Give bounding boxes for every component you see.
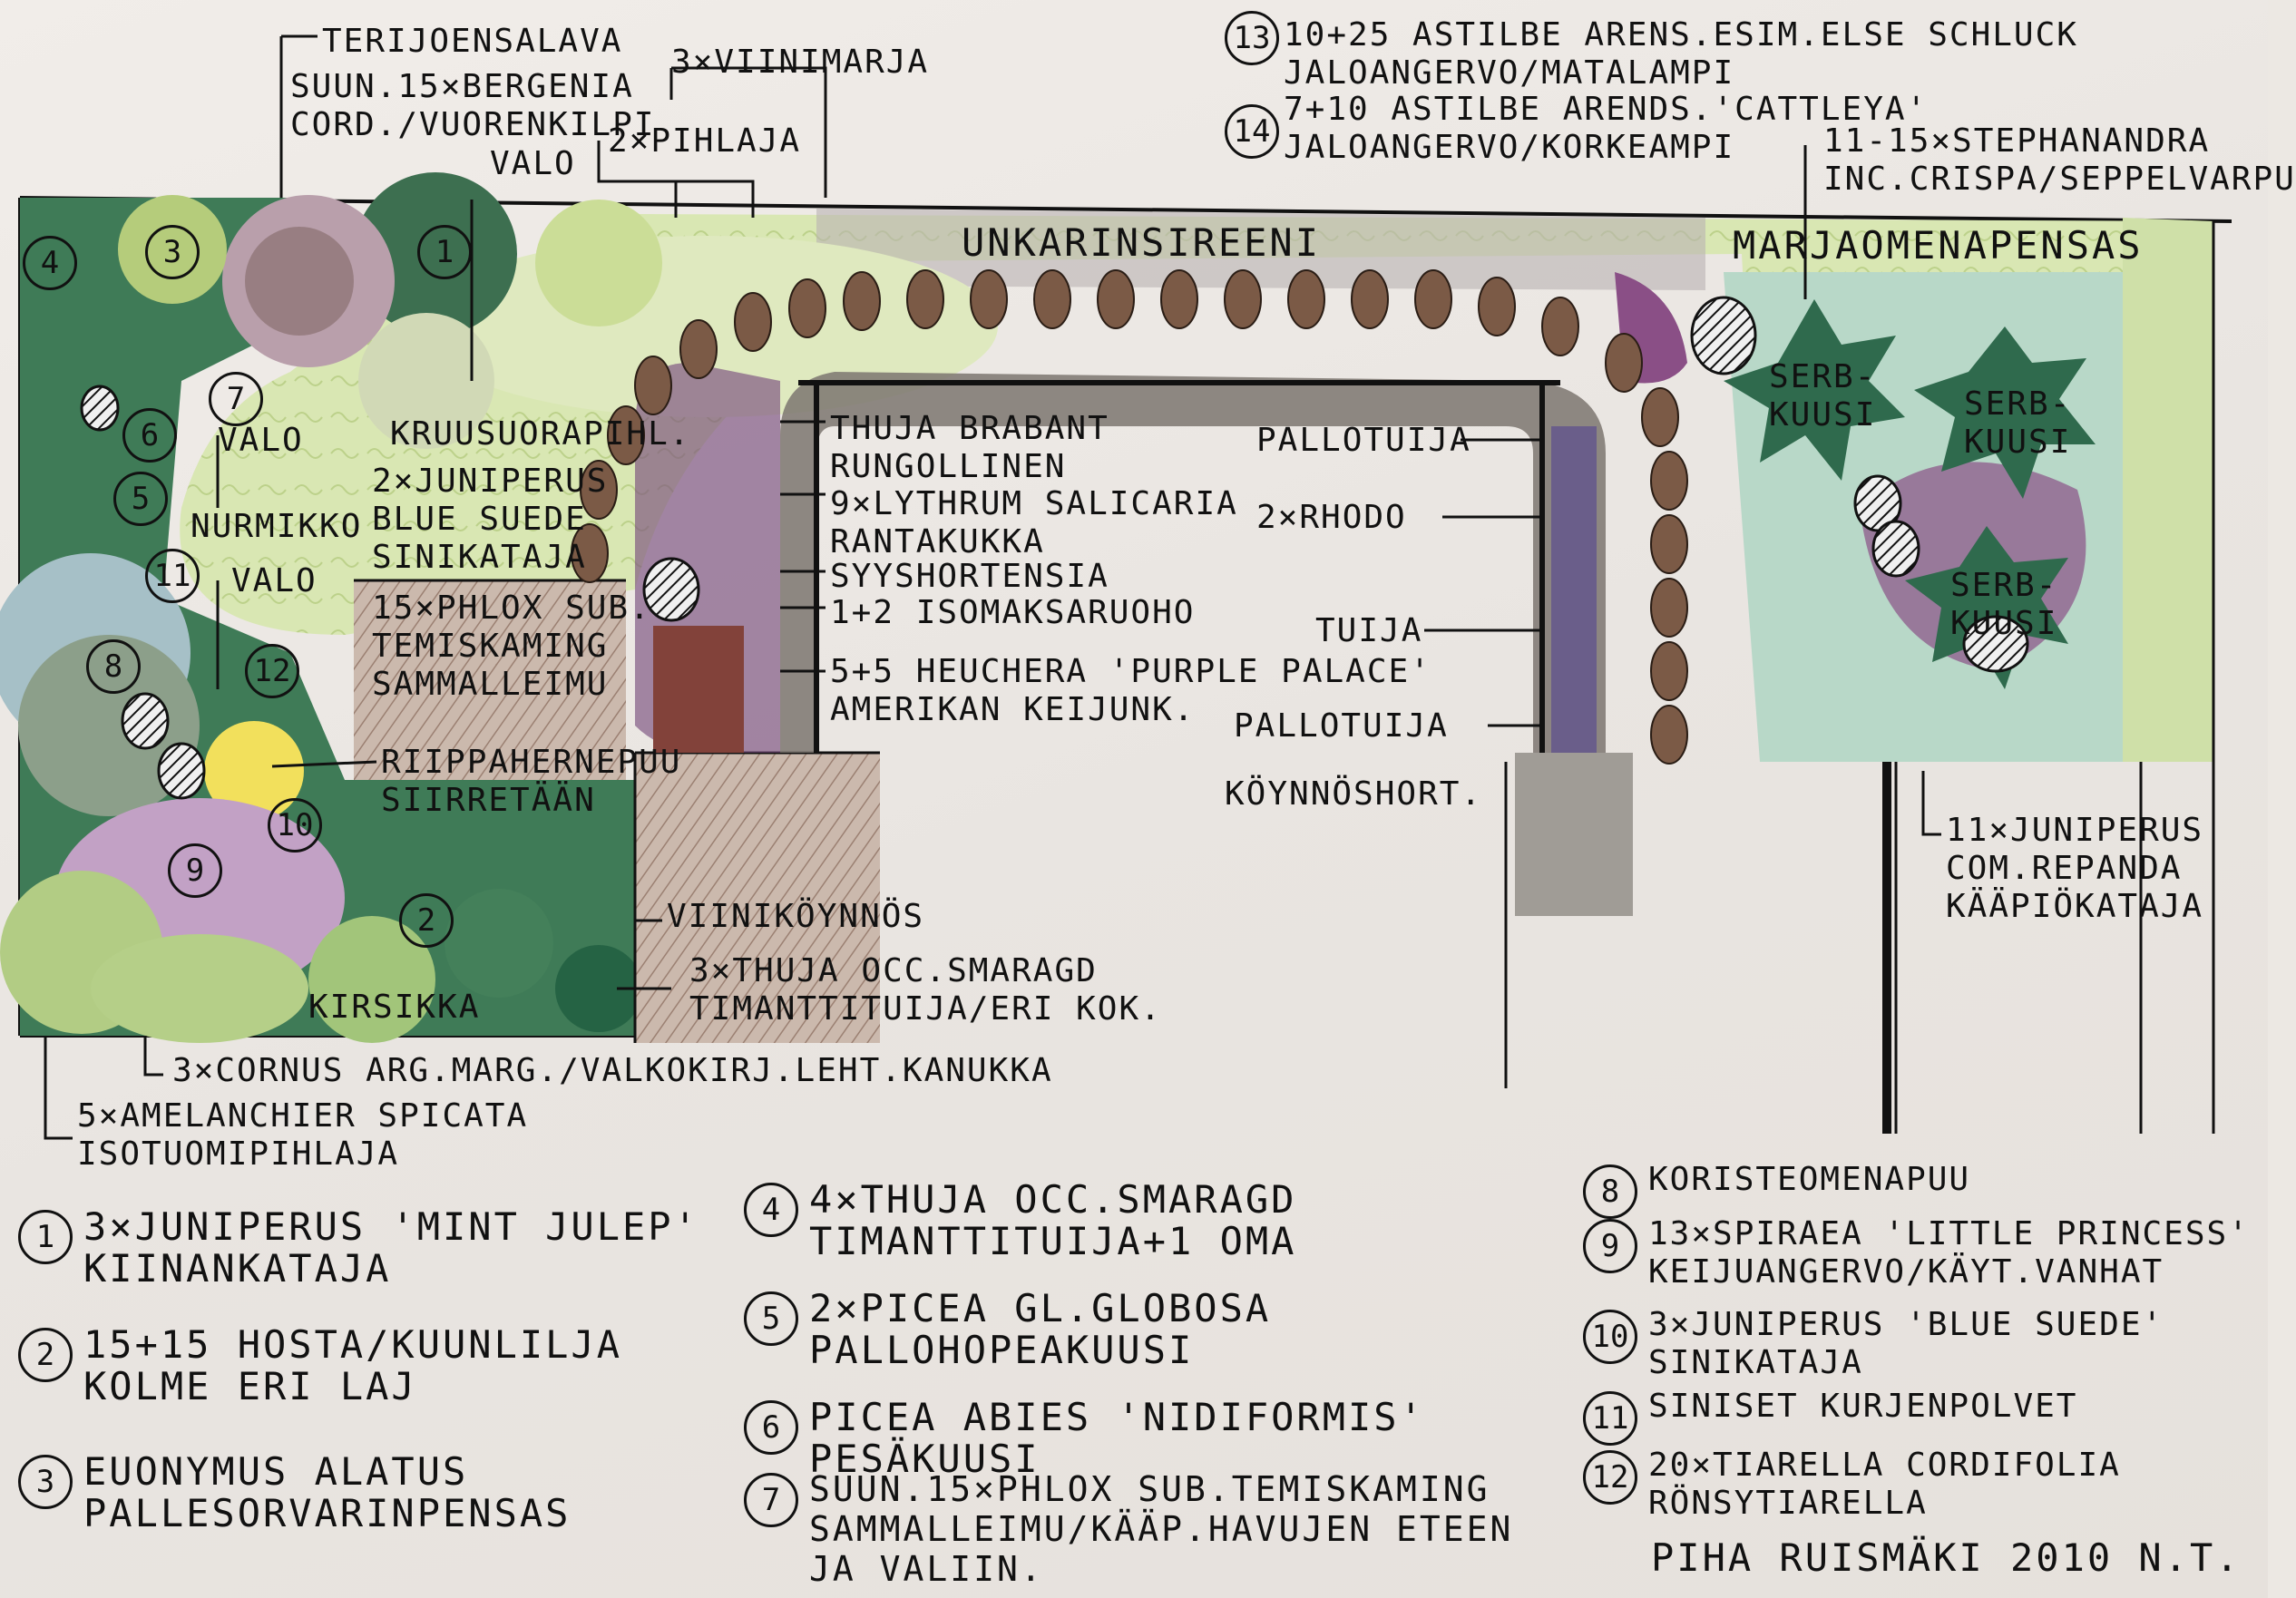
riippaherne-yellow (204, 721, 304, 821)
kruusuorapihlaja (358, 313, 494, 449)
label-lythrum: 9×LYTHRUM SALICARIA RANTAKUKKA (830, 485, 1238, 560)
label-viinikoynnos: VIINIKÖYNNÖS (667, 898, 925, 935)
cornus-mass (91, 934, 308, 1043)
label-riippaherneenpuu: RIIPPAHERNEPUU SIIRRETÄÄN (381, 744, 682, 819)
terrace-lower (635, 753, 880, 1043)
legend-text: 3×JUNIPERUS 'MINT JULEP' KIINANKATAJA (83, 1204, 699, 1291)
stepping-stones (571, 269, 1688, 765)
map-number-13: 13 (1225, 11, 1279, 65)
legend-text: 13×SPIRAEA 'LITTLE PRINCESS' KEIJUANGERV… (1648, 1215, 2250, 1291)
label-pallotuija-top: PALLOTUIJA (1256, 422, 1471, 459)
label-nurmikko: NURMIKKO (191, 508, 363, 545)
legend-number: 9 (1583, 1219, 1637, 1273)
legend-number: 8 (1583, 1164, 1637, 1219)
map-number-6: 6 (122, 408, 177, 463)
legend-text: 15+15 HOSTA/KUUNLILJA KOLME ERI LAJ (83, 1322, 623, 1408)
hatched-markers (80, 296, 2029, 800)
map-number-5: 5 (113, 472, 168, 526)
label-heuchera: 5+5 HEUCHERA 'PURPLE PALACE' AMERIKAN KE… (830, 653, 1431, 728)
label-koynnoshort: KÖYNNÖSHORT. (1225, 775, 1483, 813)
legend-number: 2 (18, 1328, 73, 1382)
kirsikka (308, 916, 435, 1043)
label-astilbe-14: 7+10 ASTILBE ARENDS.'CATTLEYA' JALOANGER… (1284, 91, 1929, 166)
map-number-3: 3 (145, 225, 200, 279)
label-valo-left: VALO (218, 422, 304, 459)
marjaomena-strip (2123, 218, 2213, 762)
serbian-spruces (1724, 299, 2096, 689)
label-bergenia: SUUN.15×BERGENIA CORD./VUORENKILPI (290, 68, 656, 143)
legend-number: 6 (744, 1400, 798, 1455)
label-tuija: TUIJA (1315, 612, 1423, 649)
label-thuja-brabant: THUJA BRABANT RUNGOLLINEN (830, 410, 1109, 485)
legend-text: 3×JUNIPERUS 'BLUE SUEDE' SINIKATAJA (1648, 1306, 2164, 1381)
label-thuja-smaragd: 3×THUJA OCC.SMARAGD TIMANTTITUIJA/ERI KO… (689, 952, 1162, 1028)
legend-number: 10 (1583, 1310, 1637, 1364)
label-rhodo: 2×RHODO (1256, 499, 1407, 536)
map-number-10: 10 (268, 798, 322, 853)
legend-number: 7 (744, 1473, 798, 1527)
map-number-4: 4 (23, 236, 77, 290)
label-amelanchier: 5×AMELANCHIER SPICATA ISOTUOMIPIHLAJA (77, 1097, 529, 1173)
koristeomenapuu (18, 635, 200, 816)
label-juniperus-blue: 2×JUNIPERUS BLUE SUEDE SINIKATAJA (372, 463, 609, 576)
label-valo-mid: VALO (231, 562, 318, 599)
legend-text: KORISTEOMENAPUU (1648, 1161, 1971, 1198)
signature: PIHA RUISMÄKI 2010 N.T. (1651, 1535, 2242, 1580)
legend-text: EUONYMUS ALATUS PALLESORVARINPENSAS (83, 1449, 572, 1535)
label-isomaksaruoho: 1+2 ISOMAKSARUOHO (830, 594, 1196, 631)
map-number-11: 11 (145, 549, 200, 603)
label-pihlaja: 2×PIHLAJA (608, 122, 802, 160)
legend-text: SINISET KURJENPOLVET (1648, 1388, 2078, 1425)
thuja-smaragd (555, 945, 642, 1032)
tree-crown-inner (245, 227, 354, 336)
legend-number: 12 (1583, 1450, 1637, 1505)
label-pallotuija-bottom: PALLOTUIJA (1234, 707, 1449, 745)
hosta (445, 889, 553, 998)
label-valo-top: VALO (490, 145, 576, 182)
legend-number: 1 (18, 1210, 73, 1264)
map-number-2: 2 (399, 893, 454, 948)
label-juniperus-repanda: 11×JUNIPERUS COM.REPANDA KÄÄPIÖKATAJA (1946, 812, 2204, 925)
label-cornus: 3×CORNUS ARG.MARG./VALKOKIRJ.LEHT.KANUKK… (172, 1052, 1053, 1089)
legend-number: 4 (744, 1183, 798, 1237)
legend-number: 11 (1583, 1391, 1637, 1446)
label-kruusuorapihl: KRUUSUORAPIHL. (390, 415, 691, 453)
label-serbkuusi-3: SERB- KUUSI (1950, 567, 2058, 642)
label-marjaomenapensas: MARJAOMENAPENSAS (1733, 223, 2144, 268)
leader-lines (44, 34, 2215, 1140)
label-serbkuusi-2: SERB- KUUSI (1964, 385, 2072, 461)
legend-text: SUUN.15×PHLOX SUB.TEMISKAMING SAMMALLEIM… (809, 1469, 1514, 1589)
label-unkarinsireeni: UNKARINSIREENI (962, 220, 1322, 265)
label-viinimarja: 3×VIINIMARJA (671, 44, 930, 81)
map-number-12: 12 (245, 644, 299, 698)
legend-text: 4×THUJA OCC.SMARAGD TIMANTTITUIJA+1 OMA (809, 1177, 1297, 1263)
label-kirsikka: KIRSIKKA (308, 989, 481, 1026)
terrace-upper (354, 580, 626, 780)
lilac-hedge (816, 209, 1705, 290)
map-number-14: 14 (1225, 104, 1279, 159)
legend-text: 2×PICEA GL.GLOBOSA PALLOHOPEAKUUSI (809, 1286, 1272, 1372)
map-number-8: 8 (86, 639, 141, 694)
label-serbkuusi-1: SERB- KUUSI (1769, 358, 1877, 434)
label-phlox: 15×PHLOX SUB. TEMISKAMING SAMMALLEIMU (372, 590, 651, 703)
legend-number: 5 (744, 1291, 798, 1346)
label-terijoensalava: TERIJOENSALAVA (322, 23, 623, 60)
rhodo-bed (1551, 426, 1597, 753)
heuchera-bed (653, 626, 744, 753)
house-perimeter-path (780, 372, 1606, 762)
shrub-a (535, 200, 662, 326)
map-number-9: 9 (168, 843, 222, 898)
legend-text: 20×TIARELLA CORDIFOLIA RÖNSYTIARELLA (1648, 1447, 2121, 1522)
map-number-1: 1 (417, 225, 472, 279)
label-stephanandra: 11-15×STEPHANANDRA INC.CRISPA/SEPPELVARP… (1823, 122, 2296, 198)
grey-path-right (1515, 753, 1633, 916)
label-syyshortensia: SYYSHORTENSIA (830, 558, 1109, 595)
label-astilbe-13: 10+25 ASTILBE ARENS.ESIM.ELSE SCHLUCK JA… (1284, 16, 2078, 92)
legend-number: 3 (18, 1455, 73, 1509)
legend-text: PICEA ABIES 'NIDIFORMIS' PESÄKUUSI (809, 1395, 1425, 1481)
map-number-7: 7 (209, 372, 263, 426)
